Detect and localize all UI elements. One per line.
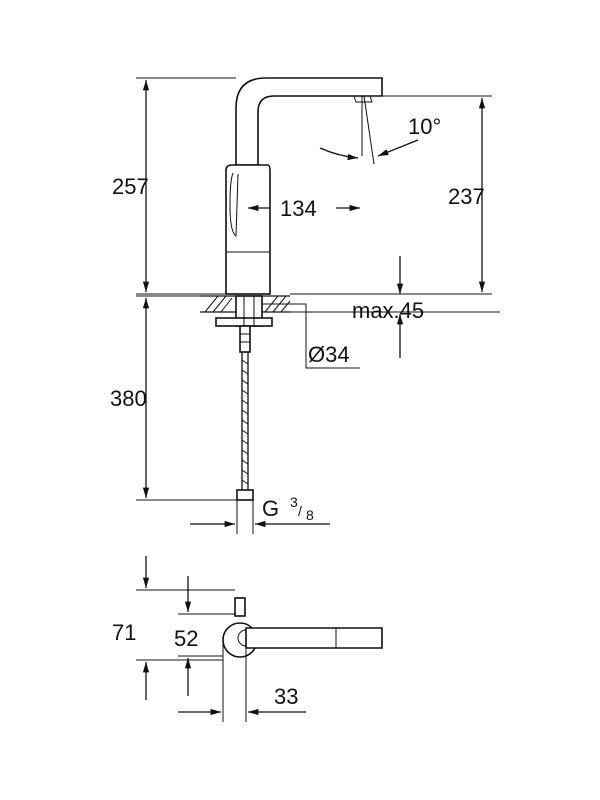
- faucet-side-view: [225, 77, 383, 295]
- supply-hose: [236, 352, 254, 501]
- dim-height-total: 257: [112, 174, 149, 199]
- dim-hose-length: 380: [110, 386, 147, 411]
- svg-text:/: /: [298, 503, 302, 519]
- dim-thread-num: 3: [290, 494, 298, 510]
- dim-lever-offset: 52: [174, 626, 198, 651]
- dim-body-radius: 33: [274, 684, 298, 709]
- faucet-top-view: [222, 597, 383, 658]
- dim-reach: 134: [280, 196, 317, 221]
- dim-thread-den: 8: [306, 507, 314, 523]
- dim-hole-diameter: Ø34: [308, 342, 350, 367]
- dim-angle: 10°: [408, 114, 441, 139]
- spout: [235, 77, 383, 166]
- dim-thread-prefix: G: [262, 496, 279, 521]
- dim-deck-thickness: max.45: [352, 298, 424, 323]
- dim-top-depth: 71: [112, 620, 136, 645]
- dim-height-spout: 237: [448, 184, 485, 209]
